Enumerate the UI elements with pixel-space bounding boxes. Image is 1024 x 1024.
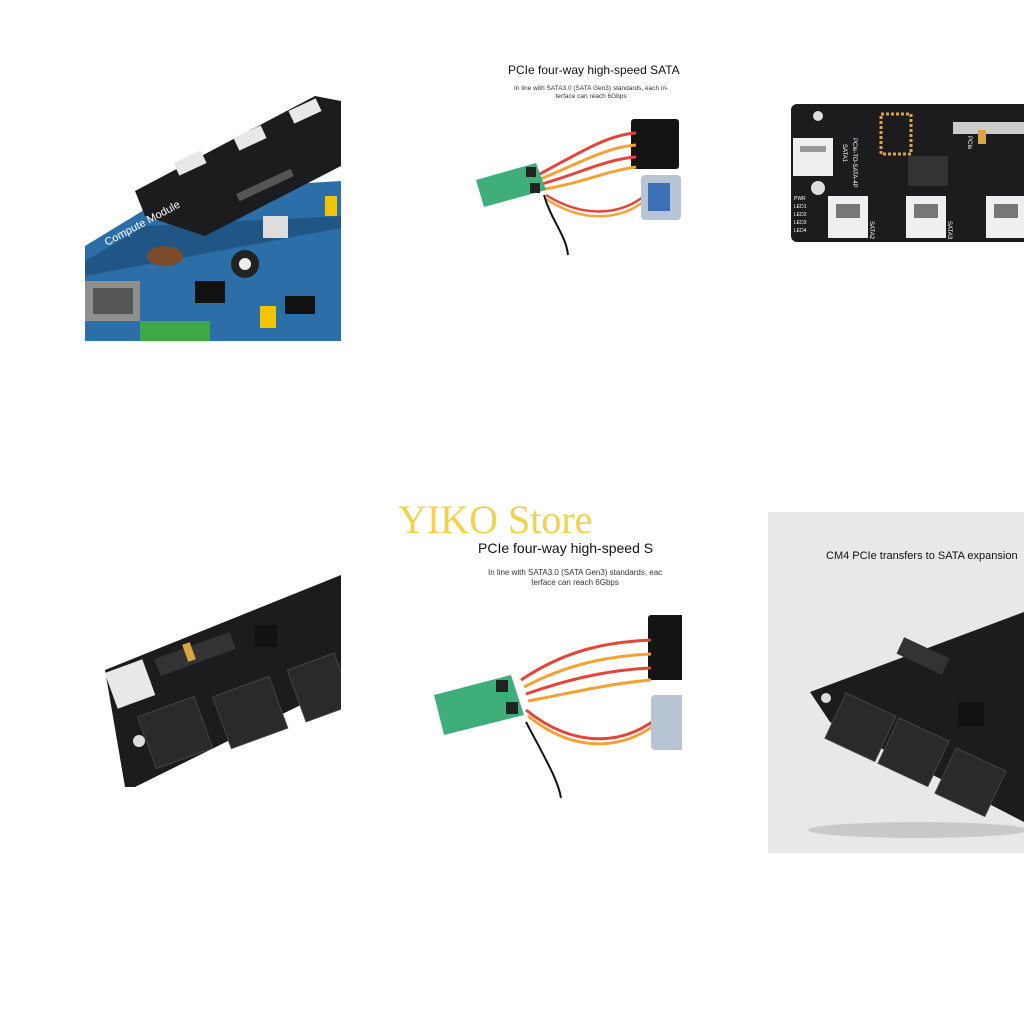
product-photo-board-top: PCIe-TO-SATA-4P SATA1 SATA2 SATA3 PCIe P… [768, 96, 1024, 246]
caption-subtitle-line1: In line with SATA3.0 (SATA Gen3) standar… [514, 85, 669, 92]
caption-subtitle-line1: In line with SATA3.0 (SATA Gen3) standar… [488, 568, 663, 577]
io-board-illustration: Compute Module [85, 96, 341, 341]
caption-subtitle-line2: terface can reach 6Gbps [531, 578, 619, 587]
product-photo-grey-bg: CM4 PCIe transfers to SATA expansion [768, 512, 1024, 853]
product-photo-cables-large: PCIe four-way high-speed S In line with … [426, 530, 682, 820]
led-label: LED3 [794, 220, 807, 226]
caption-title: PCIe four-way high-speed S [478, 540, 654, 556]
store-watermark: YIKO Store [398, 497, 593, 542]
board-grey-illustration [808, 612, 1024, 838]
led-label: LED4 [794, 228, 807, 234]
pcie-label: PCIe [966, 136, 972, 150]
led-label: PWR [794, 196, 806, 202]
board-top-illustration: PCIe-TO-SATA-4P SATA1 SATA2 SATA3 PCIe P… [791, 104, 1024, 242]
sata3-label: SATA3 [946, 221, 952, 240]
cable-illustration-large [434, 615, 682, 799]
caption-subtitle-line2: terface can reach 6Gbps [555, 93, 627, 100]
led-labels: PWR LED1 LED2 LED3 LED4 [794, 196, 807, 234]
sata1-label: SATA1 [841, 144, 847, 163]
led-label: LED2 [794, 212, 807, 218]
board-name-label: PCIe-TO-SATA-4P [851, 138, 857, 188]
caption-title: CM4 PCIe transfers to SATA expansion [826, 550, 1018, 562]
caption-title: PCIe four-way high-speed SATA [508, 63, 680, 77]
product-photo-board-angle [85, 565, 341, 795]
caption-subtitle: In line with SATA3.0 (SATA Gen3) standar… [488, 568, 662, 588]
cable-illustration [476, 119, 681, 255]
board-angle-illustration [104, 575, 341, 787]
product-photo-cables: PCIe four-way high-speed SATA In line wi… [426, 55, 682, 255]
sata2-label: SATA2 [868, 221, 874, 240]
caption-subtitle: In line with SATA3.0 (SATA Gen3) standar… [514, 85, 668, 101]
product-photo-io-board: Compute Module [85, 96, 341, 341]
led-label: LED1 [794, 204, 807, 210]
